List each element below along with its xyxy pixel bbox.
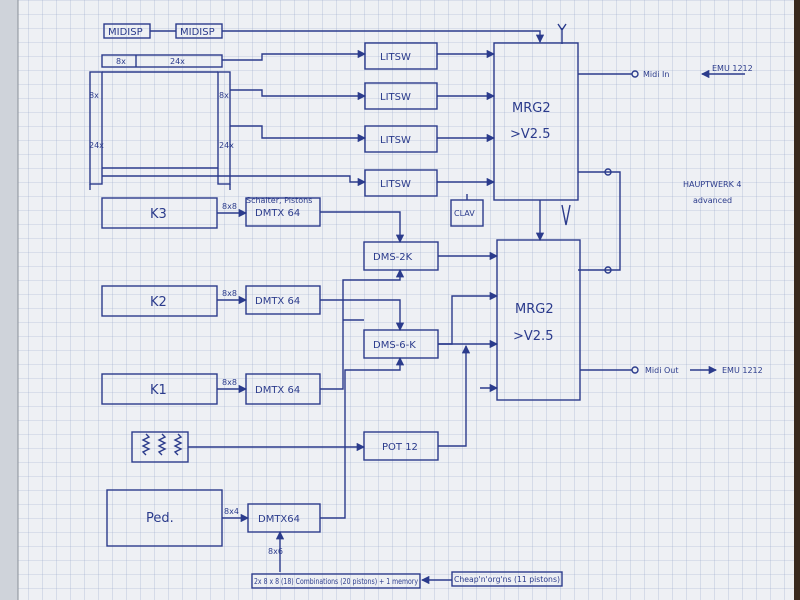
mrg2-bottom-version: >V2.5 [513, 329, 553, 344]
midi-out-label: Midi Out [645, 366, 678, 375]
bottom-note-right: Cheap'n'org'ns (11 pistons) [454, 575, 560, 584]
midi-in-label: Midi In [643, 70, 669, 79]
top-bus-bar [101, 54, 223, 68]
right-bus-bar [217, 71, 231, 185]
dmtx-label-4: DMTX64 [258, 514, 300, 525]
bus-label-side-right-top: 8x [219, 91, 229, 100]
dmtx-input-label-1: 8x8 [222, 202, 237, 211]
mrg2-top-box [493, 42, 579, 201]
midisp-label-2: MIDISP [180, 27, 215, 38]
bus-label-side-left-top: 8x [89, 91, 99, 100]
hauptwerk-line-2: advanced [693, 196, 732, 205]
dms-6k-label: DMS-6-K [373, 340, 416, 351]
dmtx-label-3: DMTX 64 [255, 385, 300, 396]
hauptwerk-line-1: HAUPTWERK 4 [683, 180, 741, 189]
dmtx-label-1: DMTX 64 [255, 208, 300, 219]
clav-label: CLAV [454, 209, 475, 218]
bus-label-top-left: 8x [116, 57, 126, 66]
bus-label-side-left-bottom: 24x [89, 141, 104, 150]
manual-k1-label: K1 [150, 383, 167, 398]
bottom-note-right-box [451, 571, 563, 587]
litsw-label-4: LITSW [380, 179, 411, 190]
emu-out-label: EMU 1212 [722, 366, 763, 375]
dms-2k-label: DMS-2K [373, 252, 413, 263]
potentiometer-icon [141, 433, 183, 456]
bottom-note-left-box [251, 573, 421, 589]
bottom-note-left: 2x 8 x 8 (18) Combinations (20 pistons) … [254, 577, 418, 586]
manual-k2-box [101, 285, 218, 317]
mrg2-bottom-name: MRG2 [515, 302, 554, 317]
dmtx-note: Schalter, Pistons [246, 196, 312, 205]
litsw-label-1: LITSW [380, 52, 411, 63]
dmtx-input-label-3: 8x8 [222, 378, 237, 387]
litsw-label-2: LITSW [380, 92, 411, 103]
litsw-label-3: LITSW [380, 135, 411, 146]
dmtx-input-label-2: 8x8 [222, 289, 237, 298]
bus-label-side-right-bottom: 24x [219, 141, 234, 150]
mrg2-top-name: MRG2 [512, 101, 551, 116]
pot12-label: POT 12 [382, 442, 418, 453]
mrg2-bottom-box [496, 239, 581, 401]
manual-k3-label: K3 [150, 207, 167, 222]
bus-label-top-right: 24x [170, 57, 185, 66]
pedal-label: Ped. [146, 511, 174, 526]
dmtx-bottom-input-label: 8x6 [268, 547, 283, 556]
dmtx-input-label-4: 8x4 [224, 507, 239, 516]
left-bus-bar [89, 71, 103, 185]
midisp-label-1: MIDISP [108, 27, 143, 38]
manual-k2-label: K2 [150, 295, 167, 310]
dmtx-label-2: DMTX 64 [255, 296, 300, 307]
emu-in-label: EMU 1212 [712, 64, 753, 73]
mrg2-top-version: >V2.5 [510, 127, 550, 142]
